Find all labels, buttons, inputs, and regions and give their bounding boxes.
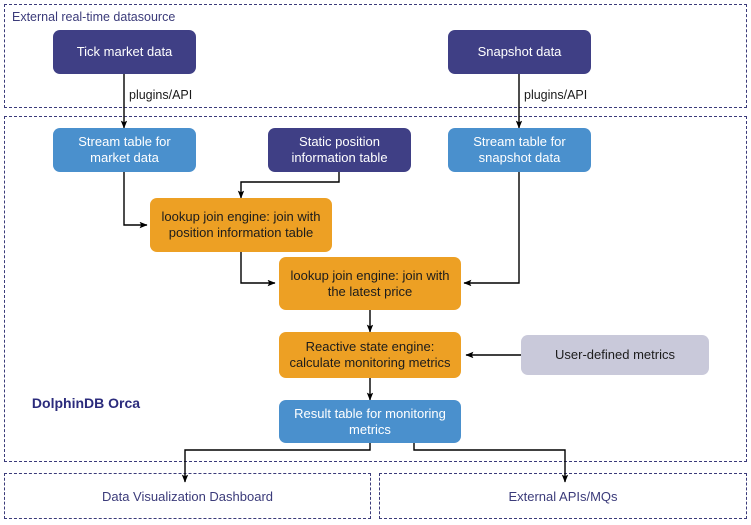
node-user-defined-metrics[interactable]: User-defined metrics: [521, 335, 709, 375]
node-reactive-state-engine-line2: calculate monitoring metrics: [289, 355, 451, 370]
label-external-apis-mqs: External APIs/MQs: [508, 489, 618, 504]
node-lookup-join-price-line2: the latest price: [327, 283, 413, 299]
node-stream-table-market-line2: market data: [90, 150, 159, 165]
node-tick-market-data[interactable]: Tick market data: [53, 30, 196, 74]
brand-line-1: DolphinDB: [31, 395, 105, 411]
edge-label-plugins-api-left: plugins/API: [129, 88, 193, 102]
node-lookup-join-position-line1: lookup join engine: join with: [161, 209, 321, 224]
brand-line-2: Orca: [108, 395, 141, 411]
node-lookup-join-price[interactable]: lookup join engine: join with the latest…: [279, 257, 461, 310]
node-static-position-table-line1: Static position: [299, 134, 380, 149]
node-stream-table-snapshot-line1: Stream table for: [473, 134, 566, 149]
node-stream-table-snapshot-line2: snapshot data: [478, 150, 561, 165]
node-snapshot-data-label: Snapshot data: [477, 44, 562, 59]
node-result-table[interactable]: Result table for monitoring metrics: [279, 400, 461, 443]
node-static-position-table[interactable]: Static position information table: [268, 128, 411, 172]
node-lookup-join-position[interactable]: lookup join engine: join with position i…: [150, 198, 332, 252]
node-snapshot-data[interactable]: Snapshot data: [448, 30, 591, 74]
label-data-visualization-dashboard: Data Visualization Dashboard: [101, 489, 274, 504]
edge-label-plugins-api-right: plugins/API: [524, 88, 588, 102]
brand-dolphindb-orca: DolphinDB Orca: [26, 394, 146, 412]
node-stream-table-market-line1: Stream table for: [78, 134, 171, 149]
node-result-table-line2: metrics: [349, 421, 391, 437]
node-lookup-join-price-line1: lookup join engine: join with: [290, 267, 450, 283]
external-datasource-label: External real-time datasource: [12, 10, 176, 24]
node-reactive-state-engine-line1: Reactive state engine:: [305, 339, 435, 354]
node-user-defined-metrics-label: User-defined metrics: [555, 347, 675, 362]
node-stream-table-snapshot[interactable]: Stream table for snapshot data: [448, 128, 591, 172]
dolphindb-orca-region: [4, 116, 747, 462]
external-datasource-region: [4, 4, 747, 108]
node-lookup-join-position-line2: position information table: [168, 225, 314, 240]
node-reactive-state-engine[interactable]: Reactive state engine: calculate monitor…: [279, 332, 461, 378]
node-result-table-line1: Result table for monitoring: [294, 405, 446, 421]
node-tick-market-data-label: Tick market data: [76, 44, 173, 59]
node-static-position-table-line2: information table: [291, 150, 388, 165]
node-stream-table-market[interactable]: Stream table for market data: [53, 128, 196, 172]
